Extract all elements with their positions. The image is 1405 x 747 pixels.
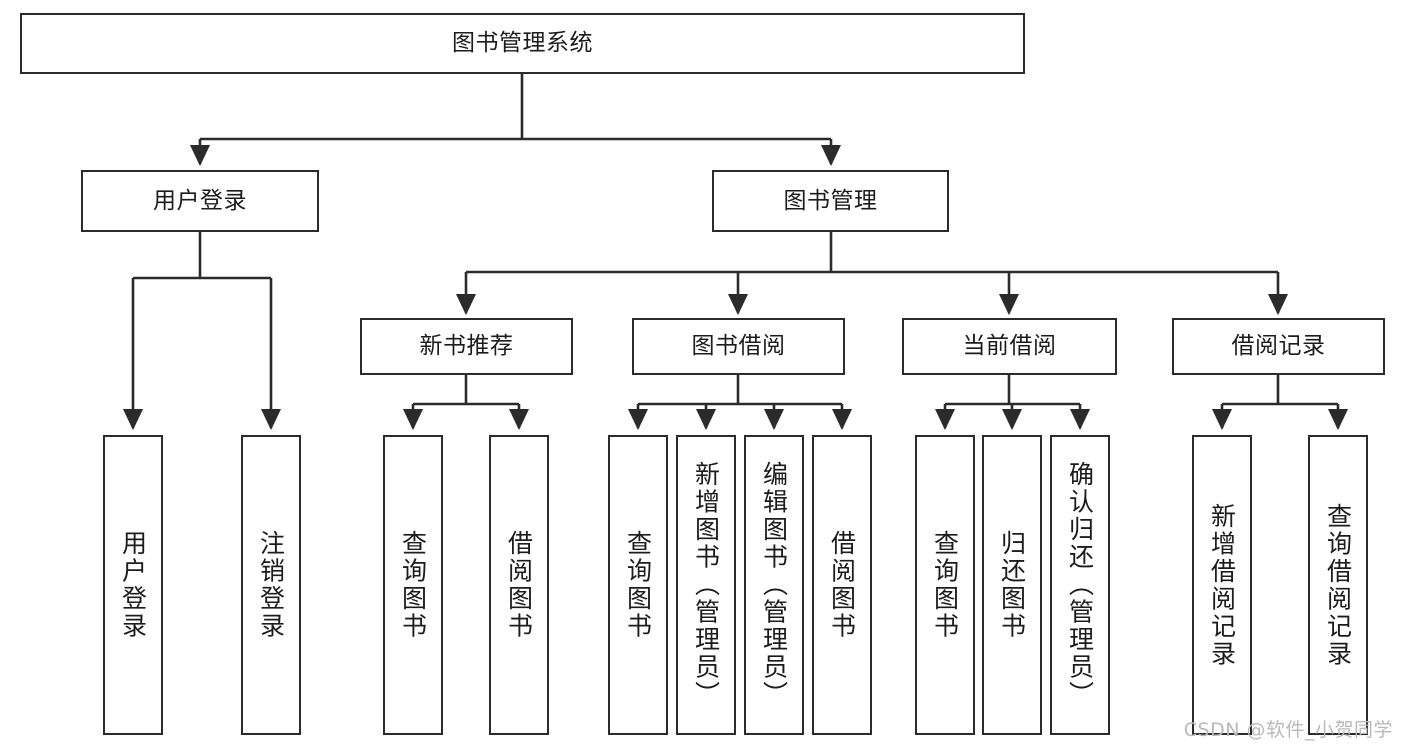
node-book-borrow-label: 图书借阅 <box>691 333 786 360</box>
node-leaf-add-book-label: 新增图书（管理员） <box>691 461 721 709</box>
node-new-book-recommend[interactable]: 新书推荐 <box>360 318 573 375</box>
node-new-book-recommend-label: 新书推荐 <box>419 333 514 360</box>
node-leaf-query-record-label: 查询借阅记录 <box>1323 502 1353 668</box>
node-book-management[interactable]: 图书管理 <box>712 170 949 232</box>
node-leaf-query-book-1-label: 查询图书 <box>398 530 428 640</box>
node-book-borrow[interactable]: 图书借阅 <box>632 318 845 375</box>
node-book-management-label: 图书管理 <box>783 187 878 214</box>
node-user-login-label: 用户登录 <box>153 187 247 214</box>
node-user-login[interactable]: 用户登录 <box>81 170 319 232</box>
node-current-borrow[interactable]: 当前借阅 <box>902 318 1117 375</box>
node-leaf-confirm-return-label: 确认归还（管理员） <box>1065 461 1095 709</box>
node-borrow-record[interactable]: 借阅记录 <box>1172 318 1385 375</box>
node-leaf-user-login-label: 用户登录 <box>118 530 148 640</box>
node-leaf-borrow-book-2-label: 借阅图书 <box>827 530 857 640</box>
node-leaf-query-book-2[interactable]: 查询图书 <box>608 435 668 735</box>
node-leaf-add-book[interactable]: 新增图书（管理员） <box>676 435 736 735</box>
node-leaf-add-record-label: 新增借阅记录 <box>1207 502 1237 668</box>
node-leaf-borrow-book-2[interactable]: 借阅图书 <box>812 435 872 735</box>
node-leaf-user-login[interactable]: 用户登录 <box>103 435 163 735</box>
node-leaf-add-record[interactable]: 新增借阅记录 <box>1192 435 1252 735</box>
node-leaf-query-record[interactable]: 查询借阅记录 <box>1308 435 1368 735</box>
node-current-borrow-label: 当前借阅 <box>962 333 1057 360</box>
node-leaf-confirm-return[interactable]: 确认归还（管理员） <box>1050 435 1110 735</box>
node-leaf-borrow-book-1[interactable]: 借阅图书 <box>489 435 549 735</box>
node-root[interactable]: 图书管理系统 <box>20 13 1025 74</box>
node-leaf-query-book-3[interactable]: 查询图书 <box>915 435 975 735</box>
node-leaf-query-book-2-label: 查询图书 <box>623 530 653 640</box>
node-leaf-edit-book-label: 编辑图书（管理员） <box>759 461 789 709</box>
node-leaf-return-book[interactable]: 归还图书 <box>982 435 1042 735</box>
node-leaf-query-book-1[interactable]: 查询图书 <box>383 435 443 735</box>
csdn-watermark: CSDN @软件_小贺同学 <box>1183 719 1393 741</box>
node-leaf-return-book-label: 归还图书 <box>997 530 1027 640</box>
node-borrow-record-label: 借阅记录 <box>1231 333 1326 360</box>
node-leaf-borrow-book-1-label: 借阅图书 <box>504 530 534 640</box>
node-leaf-edit-book[interactable]: 编辑图书（管理员） <box>744 435 804 735</box>
node-leaf-query-book-3-label: 查询图书 <box>930 530 960 640</box>
node-leaf-logout-label: 注销登录 <box>256 530 286 640</box>
node-root-label: 图书管理系统 <box>452 30 593 57</box>
node-leaf-logout[interactable]: 注销登录 <box>241 435 301 735</box>
